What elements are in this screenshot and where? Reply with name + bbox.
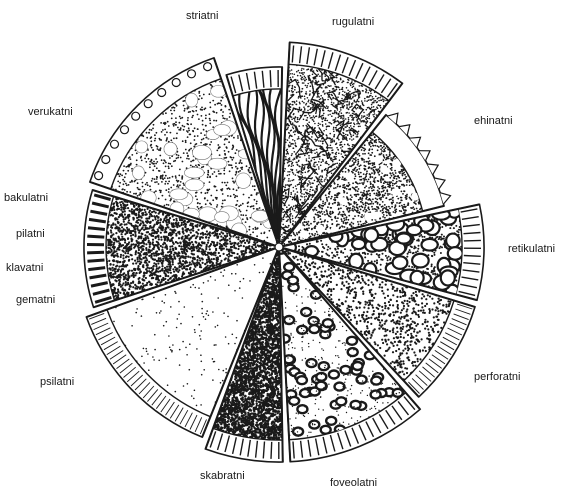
label-striatni: striatni: [186, 10, 218, 23]
label-klavatni: klavatni: [6, 262, 43, 275]
center-point: [275, 243, 283, 251]
label-bakulatni: bakulatni: [4, 192, 48, 205]
label-rugulatni: rugulatni: [332, 16, 374, 29]
label-gematni: gematni: [16, 294, 55, 307]
label-psilatni: psilatni: [40, 376, 74, 389]
label-skabratni: skabratni: [200, 470, 245, 483]
label-verukatni: verukatni: [28, 106, 73, 119]
label-pilatni: pilatni: [16, 228, 45, 241]
label-retikulatni: retikulatni: [508, 243, 555, 256]
label-foveolatni: foveolatni: [330, 477, 377, 490]
label-perforatni: perforatni: [474, 371, 520, 384]
label-ehinatni: ehinatni: [474, 115, 513, 128]
